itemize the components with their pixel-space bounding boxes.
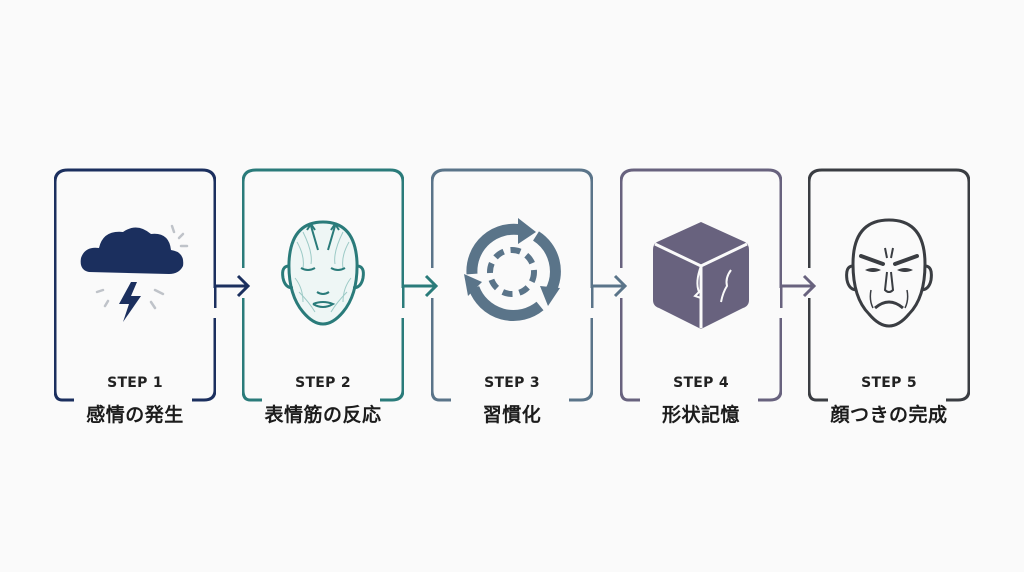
angry-face-icon <box>845 218 933 328</box>
step-5-label: STEP 5 <box>861 375 917 391</box>
storm-cloud-icon <box>80 224 189 322</box>
arrow-right-icon <box>591 274 628 308</box>
step-4-card: STEP 4 形状記憶 <box>620 168 782 426</box>
step-1-frame <box>54 168 216 402</box>
cycle-arrows-icon <box>464 218 561 321</box>
arrow-right-icon <box>402 274 439 308</box>
arrow-right-icon <box>214 274 251 308</box>
step-3-card: STEP 3 習慣化 <box>431 168 593 426</box>
step-3-title: 習慣化 <box>482 404 542 426</box>
step-1-card: STEP 1 感情の発生 <box>54 168 216 426</box>
step-2-label: STEP 2 <box>295 375 351 391</box>
step-1-label: STEP 1 <box>107 375 163 391</box>
step-4-title: 形状記憶 <box>661 404 740 426</box>
step-2-card: STEP 2 表情筋の反応 <box>242 168 404 426</box>
step-3-frame <box>431 168 593 402</box>
step-2-frame <box>242 168 404 402</box>
step-5-frame <box>808 168 970 402</box>
step-5-card: STEP 5 顔つきの完成 <box>808 168 970 426</box>
step-3-label: STEP 3 <box>484 375 540 391</box>
arrow-right-icon <box>780 274 817 308</box>
step-5-title: 顔つきの完成 <box>830 404 948 426</box>
step-4-frame <box>620 168 782 402</box>
step-1-title: 感情の発生 <box>86 404 184 426</box>
facial-muscles-icon <box>281 220 365 326</box>
step-4-label: STEP 4 <box>673 375 729 391</box>
step-2-title: 表情筋の反応 <box>264 404 382 426</box>
cracked-cube-icon <box>653 222 749 329</box>
